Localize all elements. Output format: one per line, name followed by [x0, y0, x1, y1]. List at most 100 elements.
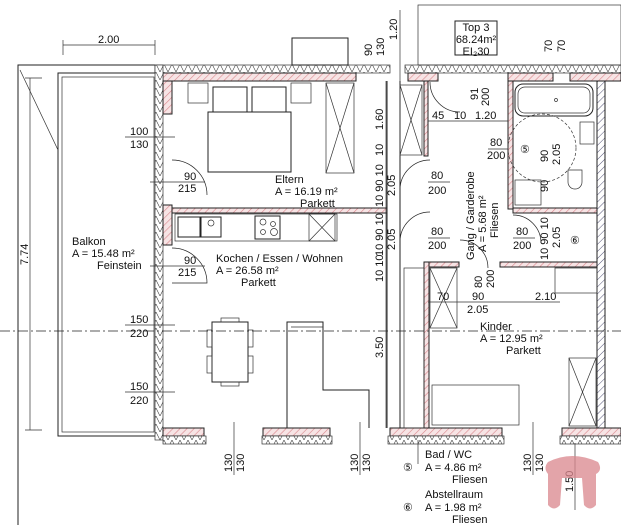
dim-text: 130: [223, 454, 235, 472]
dim-text: 200: [428, 185, 446, 197]
dim-text: 200: [428, 240, 446, 252]
room-floor: Fliesen: [452, 474, 487, 486]
dim-text: 200: [487, 150, 505, 162]
dim-text: 10 90 10: [539, 217, 551, 260]
dim-balcony-width: 2.00: [98, 34, 119, 46]
dim-text: 80: [490, 137, 502, 149]
dim-text: 150: [130, 314, 148, 326]
dim-text: 130: [130, 139, 148, 151]
room-number: ⑤: [403, 462, 413, 474]
dim-text: 70: [543, 40, 555, 52]
room-abstell-label: Abstellraum ⑥ A = 1.98 m² Fliesen: [403, 489, 487, 525]
bed: [187, 82, 312, 173]
room-area: A = 16.19 m²: [275, 186, 338, 198]
dim-text: 130: [235, 454, 247, 472]
unit-name: Top 3: [463, 22, 490, 34]
dim-text: 2.05: [386, 229, 398, 250]
dim-text: 90: [184, 171, 196, 183]
room-kinder-label: Kinder A = 12.95 m² Parkett: [480, 321, 543, 357]
room-name: Bad / WC: [425, 449, 472, 461]
room-floor: Parkett: [241, 277, 276, 289]
dim-text: 1.60: [374, 109, 386, 130]
dim-balcony-height: 7.74: [19, 244, 31, 265]
dim-text: 80: [516, 226, 528, 238]
room-floor: Fliesen: [489, 203, 501, 238]
room-floor: Fliesen: [452, 514, 487, 525]
room-name: Eltern: [275, 174, 304, 186]
watermark-logo: [545, 456, 601, 509]
dim-text: 200: [513, 240, 531, 252]
room-eltern-label: Eltern A = 16.19 m² Parkett: [275, 174, 338, 210]
dim-text: 200: [485, 270, 497, 288]
dim-text: 80: [473, 276, 485, 288]
room-name: Gang / Garderobe: [465, 171, 477, 260]
room-kochen-label: Kochen / Essen / Wohnen A = 26.58 m² Par…: [216, 253, 343, 289]
dim-text: 1.20: [475, 110, 496, 122]
dim-text: 90: [539, 150, 551, 162]
dim-text: 200: [480, 88, 492, 106]
room-balkon-label: Balkon A = 15.48 m² Feinstein: [72, 236, 142, 272]
room-marker-bad: ⑤: [520, 144, 530, 156]
room-number: ⑥: [403, 502, 413, 514]
dim-text: 130: [375, 38, 387, 56]
dim-text: 215: [178, 183, 196, 195]
dim-text: 10 90 10: [374, 213, 386, 256]
room-floor: Parkett: [506, 345, 541, 357]
dim-text: 70: [437, 291, 449, 303]
dim-text: 220: [130, 328, 148, 340]
dim-text: 130: [534, 454, 546, 472]
walls: [154, 64, 621, 445]
sofa: [286, 321, 370, 428]
dim-text: 45: [432, 110, 444, 122]
room-floor: Feinstein: [97, 260, 142, 272]
room-area: A = 12.95 m²: [480, 333, 543, 345]
dim-text: 2.05: [467, 304, 488, 316]
dim-text: 80: [431, 226, 443, 238]
dim-text: 150: [130, 381, 148, 393]
room-gang-label: Gang / Garderobe A = 5.68 m² Fliesen: [465, 171, 501, 260]
unit-label-box: Top 3 68.24m² EI₂30: [291, 4, 621, 66]
dim-text: 2.05: [551, 144, 563, 165]
dim-text: 130: [349, 454, 361, 472]
dim-text: 100: [130, 126, 148, 138]
dim-text: 215: [178, 267, 196, 279]
dim-text: 10 10: [374, 254, 386, 282]
unit-fire-rating: EI₂30: [463, 46, 490, 58]
dim-text: 90: [539, 180, 551, 192]
dim-text: 90: [363, 44, 375, 56]
dim-text: 90: [472, 291, 484, 303]
dim-text: 10 90 10: [374, 164, 386, 207]
room-area: A = 4.86 m²: [425, 462, 482, 474]
kitchen-counter: [174, 213, 338, 242]
bathtub: [507, 83, 595, 206]
kinder-furniture: [403, 267, 598, 429]
doors: [171, 81, 542, 284]
dim-text: 91: [469, 88, 481, 100]
dim-text: 10: [374, 144, 386, 156]
room-area: A = 5.68 m²: [477, 195, 489, 252]
room-name: Balkon: [72, 236, 106, 248]
dim-text: 70: [556, 40, 568, 52]
dim-text: 130: [522, 454, 534, 472]
room-floor: Parkett: [300, 198, 335, 210]
room-bad-label: Bad / WC ⑤ A = 4.86 m² Fliesen: [403, 440, 487, 486]
dim-text: 130: [361, 454, 373, 472]
room-area: A = 1.98 m²: [425, 502, 482, 514]
dim-text: 2.05: [386, 175, 398, 196]
room-area: A = 26.58 m²: [216, 265, 279, 277]
balcony: [17, 64, 159, 525]
dim-text: 220: [130, 395, 148, 407]
room-area: A = 15.48 m²: [72, 248, 135, 260]
room-marker-abstell: ⑥: [570, 235, 580, 247]
dim-text: 10: [454, 110, 466, 122]
dining-table: [206, 317, 254, 387]
dimensions: 2.00 7.74 90 130 1.20 70 70 91 200 45 10…: [19, 10, 576, 510]
dim-text: 3.50: [374, 337, 386, 358]
room-name: Kinder: [480, 321, 512, 333]
dim-text: 80: [431, 170, 443, 182]
dim-text: 90: [184, 255, 196, 267]
unit-area: 68.24m²: [456, 34, 497, 46]
room-name: Kochen / Essen / Wohnen: [216, 253, 343, 265]
room-name: Abstellraum: [425, 489, 483, 501]
